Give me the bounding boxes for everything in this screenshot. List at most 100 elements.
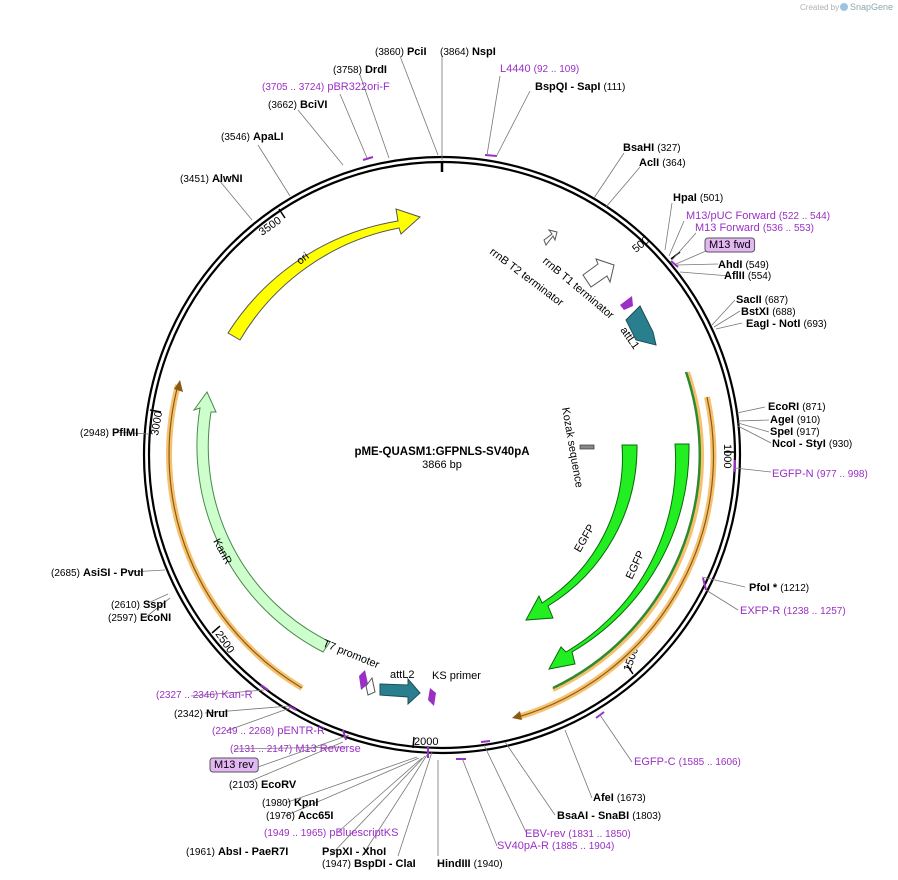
site-label-sspi[interactable]: (2610) SspI bbox=[111, 599, 166, 611]
site-label-pflmi[interactable]: (2948) PflMI bbox=[80, 427, 138, 439]
feature-attl1[interactable] bbox=[625, 305, 657, 346]
primer-label-kan-r[interactable]: (2327 .. 2346) Kan-R bbox=[156, 689, 253, 701]
site-label-afei[interactable]: AfeI (1673) bbox=[593, 792, 646, 804]
site-label-asisi-pvui[interactable]: (2685) AsiSI - PvuI bbox=[51, 567, 144, 579]
primer-label-egfp-c[interactable]: EGFP-C (1585 .. 1606) bbox=[634, 756, 741, 768]
label-name: EXFP-R bbox=[740, 605, 780, 617]
label-name: AgeI bbox=[770, 414, 794, 426]
site-label-apali[interactable]: (3546) ApaLI bbox=[221, 131, 284, 143]
watermark-brand: SnapGene bbox=[850, 2, 893, 12]
primer-label-pbluescriptks[interactable]: (1949 .. 1965) pBluescriptKS bbox=[264, 827, 398, 839]
site-label-nrui[interactable]: (2342) NruI bbox=[174, 708, 228, 720]
site-label-ncoi-styi[interactable]: NcoI - StyI (930) bbox=[772, 438, 852, 450]
site-label-aflii[interactable]: AflII (554) bbox=[724, 270, 771, 282]
primer-label-exfp-r[interactable]: EXFP-R (1238 .. 1257) bbox=[740, 605, 846, 617]
site-label-bspdi-clai[interactable]: (1947) BspDI - ClaI bbox=[322, 858, 416, 870]
label-name: AlwNI bbox=[212, 173, 243, 185]
feature-egfp-inner[interactable] bbox=[525, 444, 638, 621]
label-name: AsiSI - PvuI bbox=[83, 567, 144, 579]
primer-box bbox=[209, 757, 259, 773]
label-position: (3758) bbox=[333, 65, 362, 76]
feature-rrnb-t2[interactable] bbox=[543, 229, 558, 246]
label-name: AflII bbox=[724, 270, 745, 282]
label-position: (3451) bbox=[180, 174, 209, 185]
label-name: NruI bbox=[206, 708, 228, 720]
primer-label-pentr-r[interactable]: (2249 .. 2268) pENTR-R bbox=[212, 725, 325, 737]
feature-rrnb-t1[interactable] bbox=[582, 258, 615, 288]
orf-arrow-icon bbox=[512, 711, 522, 720]
site-label-drdi[interactable]: (3758) DrdI bbox=[333, 64, 387, 76]
label-position: (3662) bbox=[268, 100, 297, 111]
primer-label-m13-reverse[interactable]: (2131 .. 2147) M13 Reverse bbox=[230, 743, 361, 755]
label-position: (2327 .. 2346) bbox=[156, 690, 218, 701]
primer-label-egfp-n[interactable]: EGFP-N (977 .. 998) bbox=[772, 468, 868, 480]
site-label-hindiii[interactable]: HindIII (1940) bbox=[437, 858, 503, 870]
feature-label-t7-promoter: T7 promoter bbox=[321, 638, 381, 672]
site-label-ahdi[interactable]: AhdI (549) bbox=[718, 259, 769, 271]
label-position: (917) bbox=[796, 427, 819, 438]
primer-label-sv40pa-r[interactable]: SV40pA-R (1885 .. 1904) bbox=[497, 840, 614, 852]
plasmid-name: pME-QUASM1:GFPNLS-SV40pA bbox=[354, 446, 529, 458]
label-name: KpnI bbox=[294, 797, 318, 809]
site-label-econi[interactable]: (2597) EcoNI bbox=[108, 612, 171, 624]
site-label-bcivi[interactable]: (3662) BciVI bbox=[268, 99, 327, 111]
label-name: SV40pA-R bbox=[497, 840, 549, 852]
label-name: BciVI bbox=[300, 99, 328, 111]
label-position: (549) bbox=[746, 260, 769, 271]
label-name: pENTR-R bbox=[277, 725, 325, 737]
tick-label-3000: 3000 bbox=[149, 410, 165, 436]
label-name: AhdI bbox=[718, 259, 742, 271]
label-name: NspI bbox=[472, 46, 496, 58]
site-labels: (3860) PciI (3864) NspI (3758) DrdI (3705 .… bbox=[51, 46, 868, 870]
primer-label-ebv-rev[interactable]: EBV-rev (1831 .. 1850) bbox=[525, 828, 631, 840]
site-label-eagi-noti[interactable]: EagI - NotI (693) bbox=[746, 318, 827, 330]
site-label-bstxi[interactable]: BstXI (688) bbox=[741, 306, 796, 318]
primer-arrow-icon bbox=[620, 296, 633, 310]
label-name: L4440 bbox=[500, 63, 531, 75]
primer-box-label-m13-rev: M13 rev bbox=[214, 759, 254, 771]
label-position: (2610) bbox=[111, 600, 140, 611]
site-label-pspxi-xhoi[interactable]: PspXI - XhoI bbox=[322, 846, 386, 858]
label-name: BsaAI - SnaBI bbox=[557, 810, 629, 822]
site-label-ecori[interactable]: EcoRI (871) bbox=[768, 401, 826, 413]
feature-ks-primer[interactable] bbox=[428, 688, 436, 706]
feature-attl2[interactable] bbox=[379, 677, 421, 706]
feature-ori[interactable] bbox=[227, 208, 421, 341]
label-name: ApaLI bbox=[253, 131, 284, 143]
site-label-spei[interactable]: SpeI (917) bbox=[770, 426, 820, 438]
feature-t7-promoter[interactable] bbox=[365, 676, 376, 696]
feature-kanr[interactable] bbox=[192, 391, 331, 653]
label-name: BstXI bbox=[741, 306, 769, 318]
site-label-bspqi-sapi[interactable]: BspQI - SapI (111) bbox=[535, 81, 625, 93]
label-name: PfoI * bbox=[749, 582, 778, 594]
primer-label-pbr322ori-f[interactable]: (3705 .. 3724) pBR322ori-F bbox=[262, 81, 390, 93]
label-position: (2103) bbox=[229, 780, 258, 791]
label-name: pBluescriptKS bbox=[329, 827, 398, 839]
site-label-pcii[interactable]: (3860) PciI bbox=[375, 46, 427, 58]
primer-label-m13-puc-forward[interactable]: M13/pUC Forward (522 .. 544) bbox=[686, 210, 830, 222]
site-label-sacii[interactable]: SacII (687) bbox=[736, 294, 788, 306]
feature-kozak[interactable] bbox=[579, 444, 595, 450]
label-position: (688) bbox=[772, 307, 795, 318]
site-label-bsaai-snabi[interactable]: BsaAI - SnaBI (1803) bbox=[557, 810, 661, 822]
site-label-absi-paer7i[interactable]: (1961) AbsI - PaeR7I bbox=[186, 846, 288, 858]
leader-lines bbox=[115, 55, 772, 857]
feature-egfp-outer[interactable] bbox=[548, 443, 690, 670]
site-label-pfoi[interactable]: PfoI * (1212) bbox=[749, 582, 809, 594]
site-label-agei[interactable]: AgeI (910) bbox=[770, 414, 820, 426]
site-label-nspi[interactable]: (3864) NspI bbox=[440, 46, 496, 58]
site-label-ecorv[interactable]: (2103) EcoRV bbox=[229, 779, 297, 791]
site-label-hpai[interactable]: HpaI (501) bbox=[673, 192, 723, 204]
label-name: EcoNI bbox=[140, 612, 171, 624]
snapgene-logo-icon bbox=[840, 3, 848, 11]
site-label-acc65i[interactable]: (1976) Acc65I bbox=[266, 810, 333, 822]
site-label-acli[interactable]: AclI (364) bbox=[639, 157, 686, 169]
label-position: (3864) bbox=[440, 47, 469, 58]
primer-label-l4440[interactable]: L4440 (92 .. 109) bbox=[500, 63, 579, 75]
label-position: (1961) bbox=[186, 847, 215, 858]
primer-label-m13-forward[interactable]: M13 Forward (536 .. 553) bbox=[695, 222, 814, 234]
label-name: EGFP-N bbox=[772, 468, 814, 480]
site-label-alwni[interactable]: (3451) AlwNI bbox=[180, 173, 243, 185]
site-label-bsahi[interactable]: BsaHI (327) bbox=[623, 142, 681, 154]
site-label-kpni[interactable]: (1980) KpnI bbox=[262, 797, 318, 809]
